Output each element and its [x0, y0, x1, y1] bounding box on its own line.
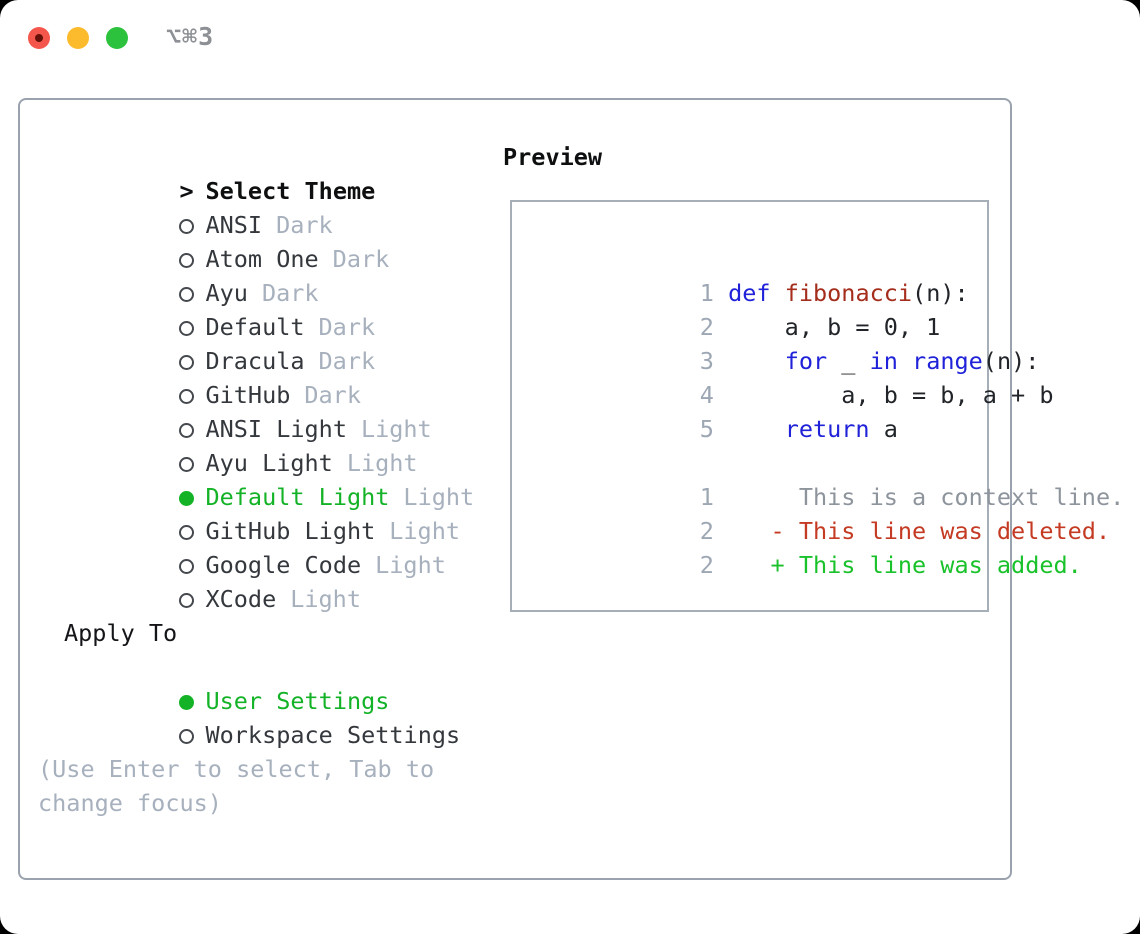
focus-caret-icon: > — [179, 177, 194, 205]
diff-context-line: 1 This is a context line. — [699, 483, 1125, 511]
keyboard-hint-line2: change focus) — [38, 789, 222, 817]
code-line-2: 2 a, b = 0, 1 — [699, 313, 941, 341]
radio-icon — [179, 355, 195, 370]
code-line-3: 3 for _ in range(n): — [699, 347, 1040, 375]
radio-icon — [179, 321, 195, 336]
code-preview: 1 def fibonacci(n): 2 a, b = 0, 1 3 for … — [530, 242, 1125, 579]
code-line-5: 5 return a — [699, 415, 898, 443]
select-theme-label: Select Theme — [205, 177, 376, 205]
select-theme-header: > Select Theme — [38, 140, 474, 205]
zoom-button-icon[interactable] — [106, 27, 128, 49]
radio-icon — [179, 219, 195, 234]
code-line-4: 4 a, b = b, a + b — [699, 381, 1054, 409]
radio-selected-icon — [179, 491, 195, 506]
radio-icon — [179, 559, 195, 574]
radio-icon — [179, 253, 195, 268]
apply-to-label: Apply To — [64, 619, 178, 647]
radio-icon — [179, 457, 195, 472]
radio-selected-icon — [179, 695, 195, 710]
radio-icon — [179, 525, 195, 540]
code-line-1: 1 def fibonacci(n): — [699, 279, 969, 307]
radio-icon — [179, 389, 195, 404]
radio-icon — [179, 423, 195, 438]
radio-icon — [179, 287, 195, 302]
apply-option-user-settings[interactable]: User Settings — [38, 650, 474, 715]
preview-box: 1 def fibonacci(n): 2 a, b = 0, 1 3 for … — [510, 200, 1124, 612]
apply-option-workspace-settings[interactable]: Workspace Settings — [38, 684, 474, 749]
diff-deleted-line: 2 - This line was deleted. — [699, 517, 1111, 545]
minimize-button-icon[interactable] — [67, 27, 89, 49]
window-title: ⌥⌘3 — [166, 22, 215, 51]
radio-icon — [179, 729, 195, 744]
preview-label: Preview — [503, 143, 603, 171]
keyboard-hint-line1: (Use Enter to select, Tab to — [38, 755, 435, 783]
diff-added-line: 2 + This line was added. — [699, 551, 1082, 579]
close-button-icon[interactable] — [28, 27, 50, 49]
radio-icon — [179, 593, 195, 608]
